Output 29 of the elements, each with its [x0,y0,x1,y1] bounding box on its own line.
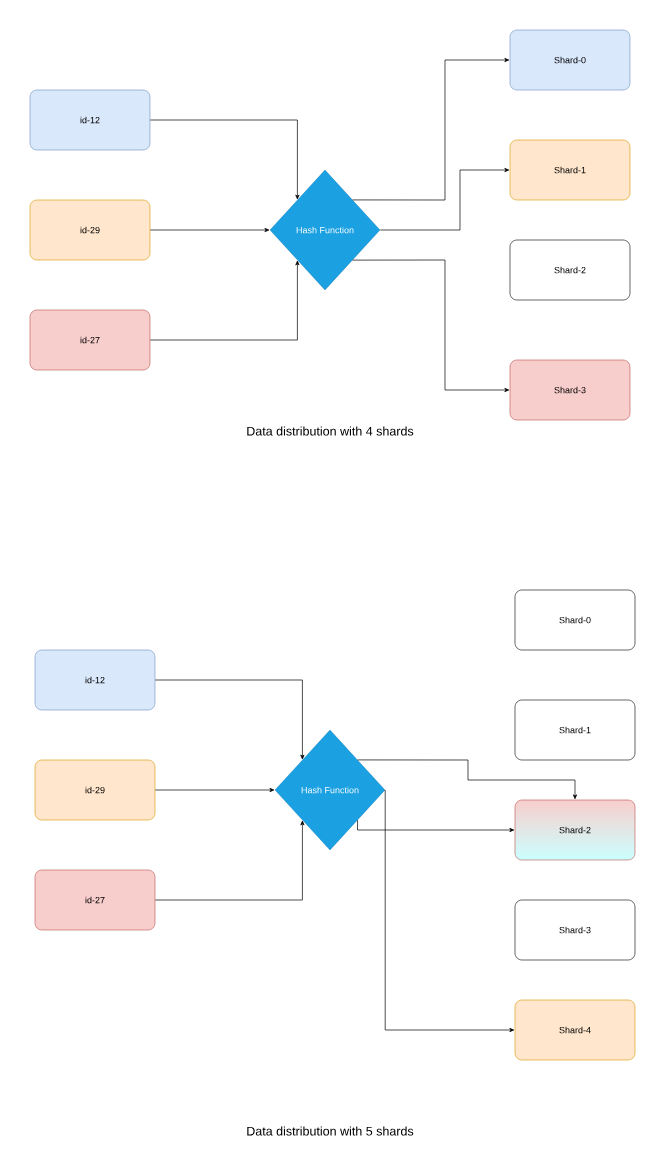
process-box: id-27 [29,309,151,371]
arrow [384,789,515,1033]
process-box: Shard-3 [509,359,631,421]
arrow [352,259,510,393]
process-box: Shard-2 [509,239,631,301]
caption-text: Data distribution with 4 shards [247,426,414,436]
arrow [352,57,510,201]
process-box: Shard-3 [514,899,636,961]
process-box: id-12 [34,649,156,711]
arrow [154,679,305,760]
process-box: id-29 [34,759,156,821]
process-box: id-12 [29,89,151,151]
arrow [149,227,270,233]
arrow [149,260,300,341]
process-box: Shard-4 [514,999,636,1061]
process-box: id-27 [34,869,156,931]
process-box: Shard-1 [509,139,631,201]
process-box: id-29 [29,199,151,261]
arrow [149,119,300,200]
arrow [357,819,515,833]
process-box: Shard-1 [514,699,636,761]
caption-text: Data distribution with 5 shards [247,1126,414,1136]
process-box: Shard-0 [509,29,631,91]
process-box: Shard-0 [514,589,636,651]
process-box: Shard-2 [514,799,636,861]
arrow [379,167,510,231]
arrow [154,820,305,901]
arrow [357,759,578,800]
arrow [154,787,275,793]
